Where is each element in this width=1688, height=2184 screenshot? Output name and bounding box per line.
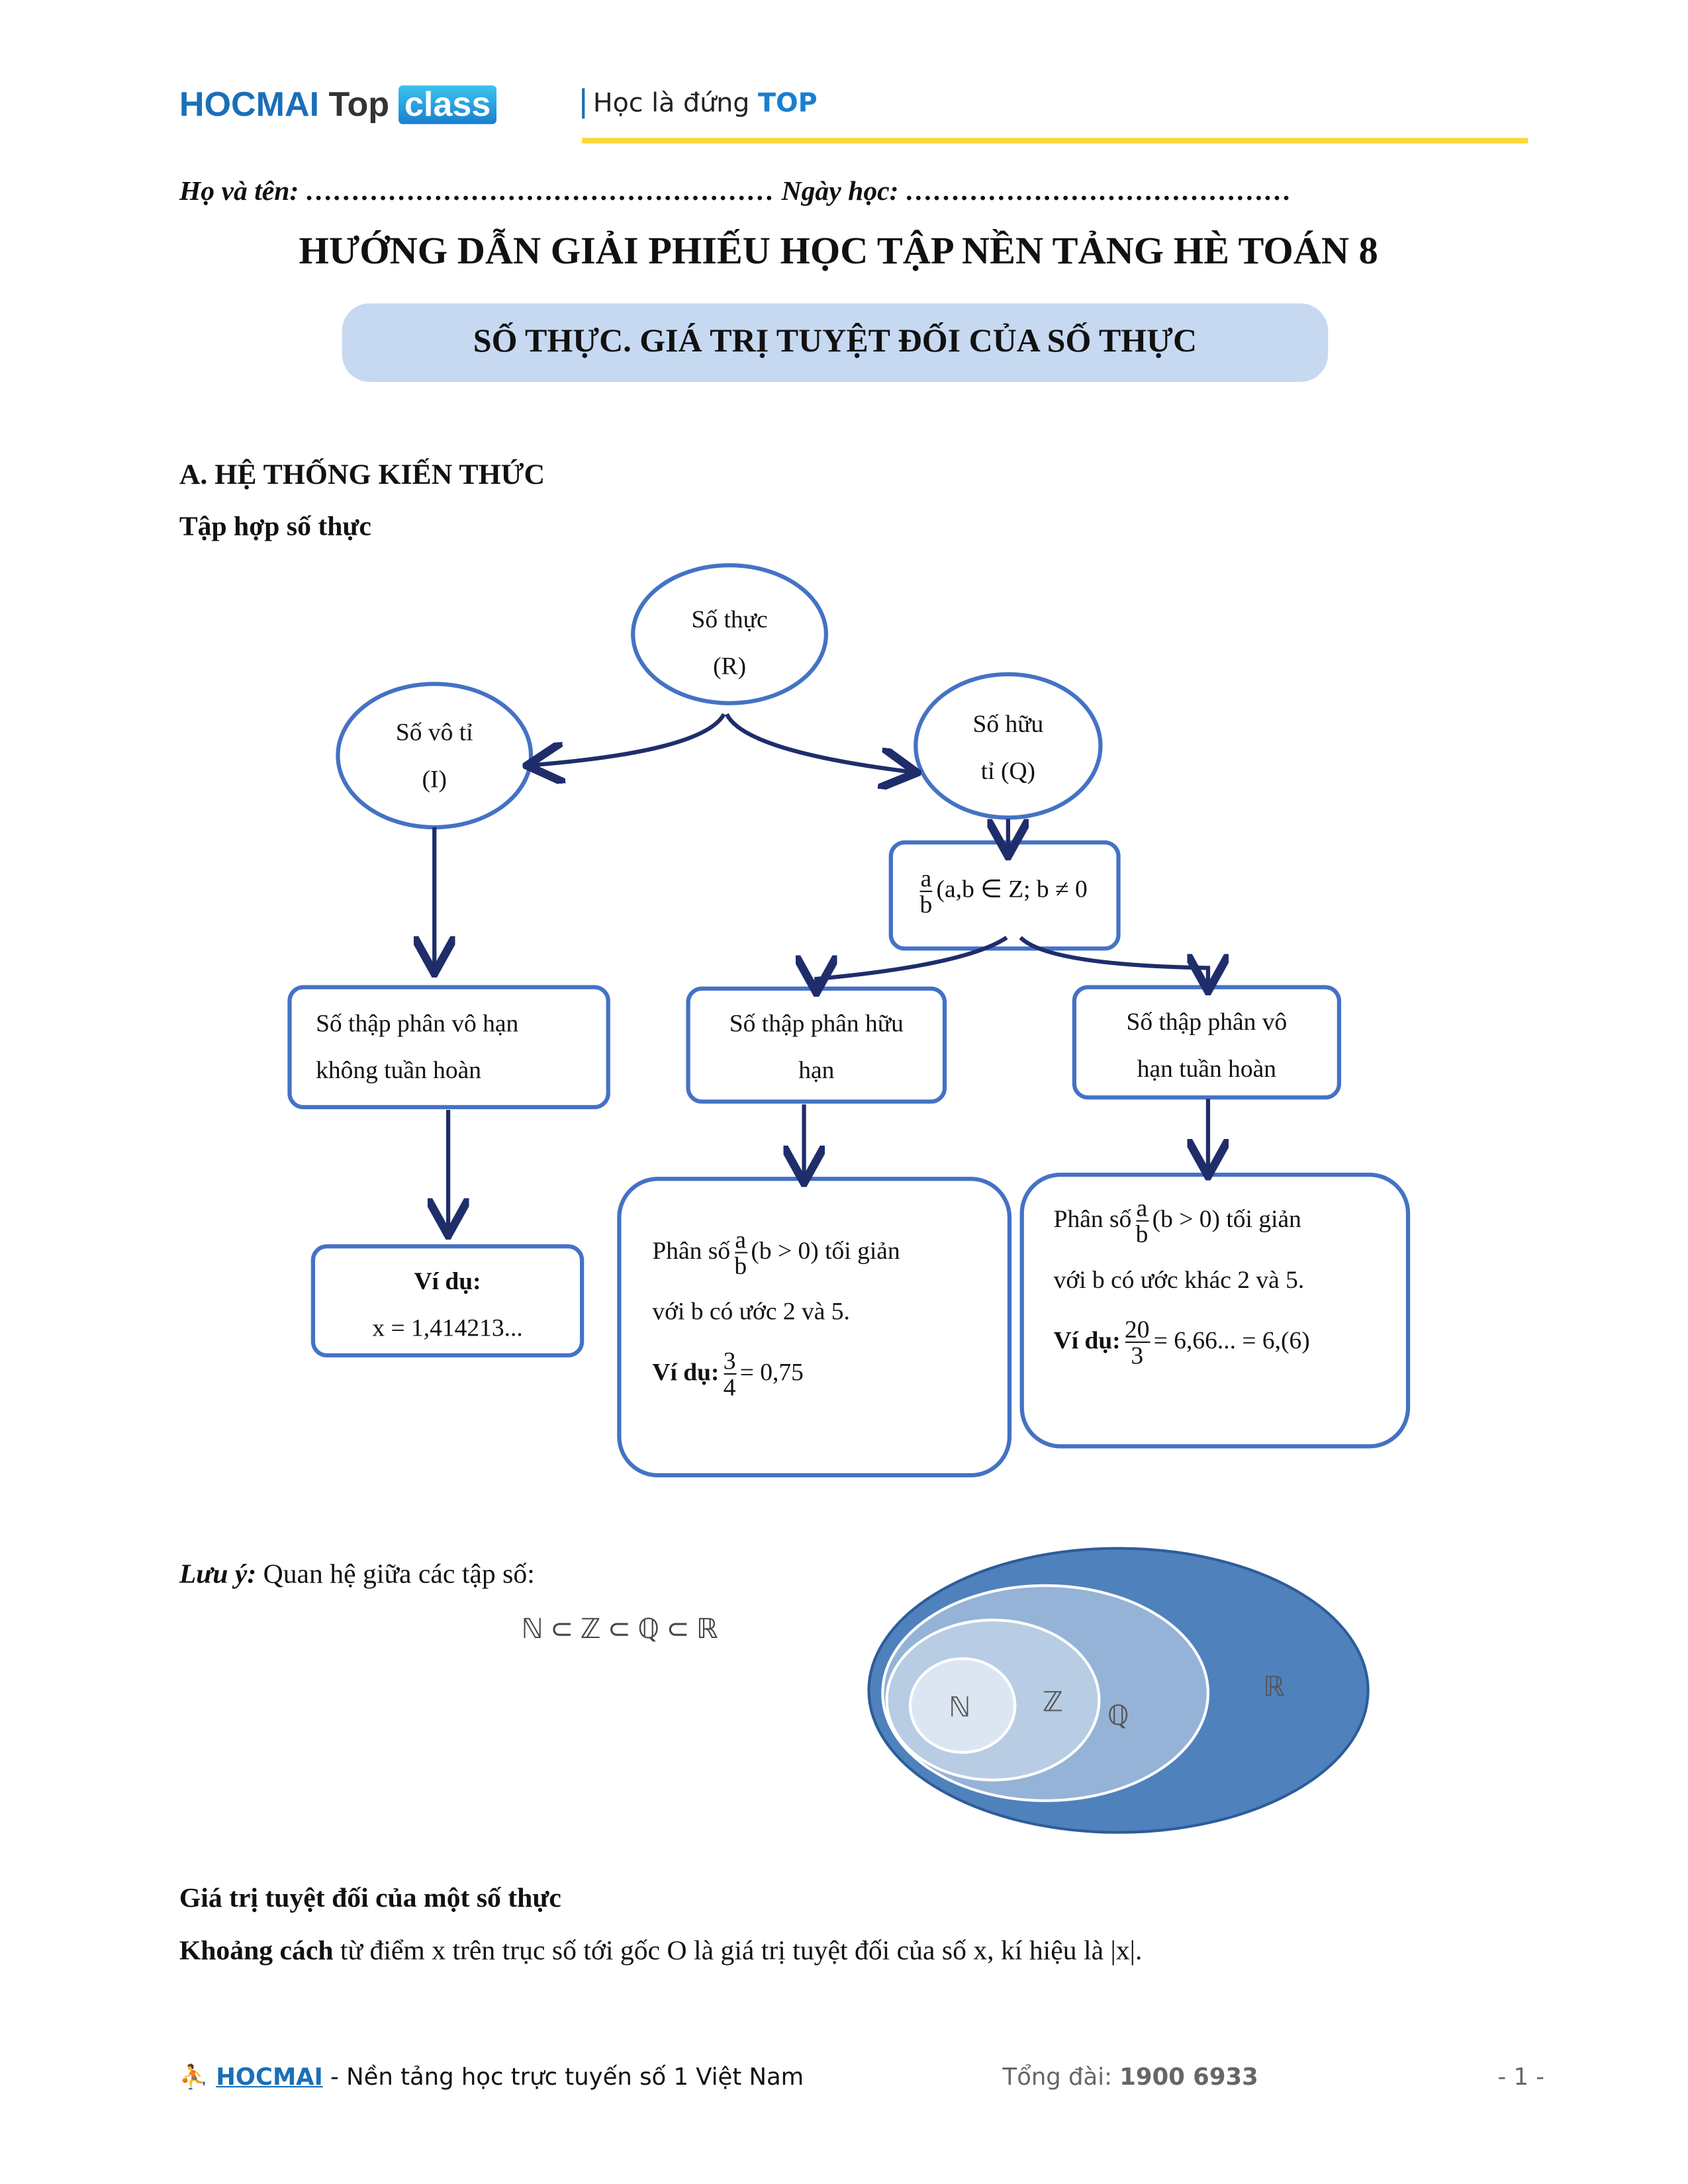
hocmai-icon: ⛹: [179, 2064, 209, 2092]
tagline-text: Học là đứng: [592, 88, 750, 119]
arrow: [531, 713, 726, 765]
arrow: [1019, 936, 1208, 987]
label-real: Số thực(R): [691, 605, 768, 680]
logo-class: class: [399, 85, 496, 124]
page-number: - 1 -: [1497, 2064, 1545, 2092]
page-title: HƯỚNG DẪN GIẢI PHIẾU HỌC TẬP NỀN TẢNG HÈ…: [299, 230, 1378, 273]
student-info-line: Họ và tên: …………………………………………… Ngày học: ……: [179, 176, 1292, 207]
tagline: Học là đứng TOP: [582, 88, 818, 119]
venn-label-q: ℚ: [1107, 1701, 1129, 1732]
footer-brand: ⛹ HOCMAI - Nền tảng học trực tuyến số 1 …: [179, 2064, 804, 2092]
abs-definition: Khoảng cách từ điểm x trên trục số tới g…: [179, 1935, 1143, 1966]
header-divider: [582, 138, 1528, 144]
node-real: [631, 563, 829, 705]
node-ex-irr: [310, 1244, 585, 1358]
logo-top: Top: [328, 85, 390, 124]
arrow: [816, 936, 1008, 989]
arrow: [725, 713, 913, 772]
subheading-set: Tập hợp số thực: [179, 511, 371, 542]
hocmai-link[interactable]: HOCMAI: [216, 2064, 323, 2092]
abs-heading: Giá trị tuyệt đối của một số thực: [179, 1883, 561, 1914]
label-irrational: Số vô tỉ(I): [395, 718, 473, 793]
set-chain: ℕ ⊂ ℤ ⊂ ℚ ⊂ ℝ: [521, 1614, 718, 1645]
venn-diagram: [867, 1547, 1370, 1834]
venn-label-z: ℤ: [1042, 1687, 1064, 1718]
venn-label-n: ℕ: [949, 1693, 971, 1724]
node-nonrepeating: [287, 985, 610, 1110]
tagline-accent: TOP: [758, 88, 818, 119]
logo-hocmai: HOCMAI: [179, 85, 320, 124]
lesson-title: SỐ THỰC. GIÁ TRỊ TUYỆT ĐỐI CỦA SỐ THỰC: [342, 303, 1329, 383]
note: Lưu ý: Quan hệ giữa các tập số:: [179, 1559, 535, 1590]
footer-hotline: Tổng đài: 1900 6933: [1002, 2064, 1258, 2092]
section-heading: A. HỆ THỐNG KIẾN THỨC: [179, 457, 545, 491]
label-ex-irr: Ví dụ:x = 1,414213...: [372, 1267, 523, 1342]
hocmai-topclass-logo: HOCMAI Top class: [179, 85, 496, 125]
venn-label-r: ℝ: [1263, 1672, 1286, 1703]
node-rational: [914, 672, 1103, 820]
